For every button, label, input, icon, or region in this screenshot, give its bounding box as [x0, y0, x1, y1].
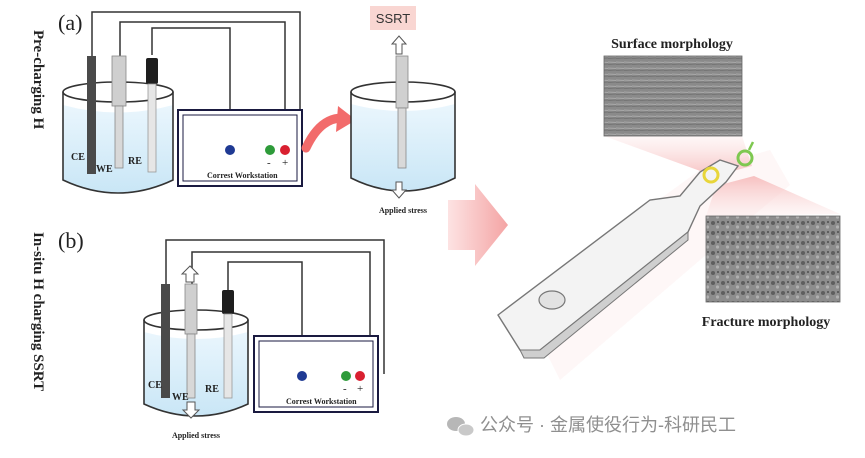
re-electrode-a-cap: [146, 58, 158, 84]
wire-re-a: [151, 27, 231, 148]
right-panel: Surface morphology Fracture morphology: [497, 37, 841, 380]
terminal-plus-b: +: [357, 383, 363, 395]
terminal-plus-a: +: [282, 157, 288, 169]
surface-label: Surface morphology: [611, 37, 733, 52]
wire-ce-a: [91, 11, 301, 148]
beaker-a-wall: [62, 92, 174, 194]
terminal-minus-a: -: [267, 157, 271, 169]
terminal-blue-b: [297, 371, 307, 381]
big-pink-arrow: [448, 184, 508, 266]
fracture-sem-image: [705, 215, 841, 303]
panel-b: (b) In-situ H charging SSRT CE WE RE App…: [30, 228, 385, 440]
stress-down-arrow-b: [181, 401, 201, 419]
fracture-beam: [706, 176, 840, 216]
watermark-text: 公众号 · 金属使役行为-科研民工: [480, 415, 736, 435]
we-electrode-a: [111, 55, 127, 107]
re-electrode-b: [223, 313, 233, 399]
specimen-middle: [395, 55, 409, 109]
curved-arrow: [301, 113, 347, 153]
terminal-red-b: [355, 371, 365, 381]
re-label-b: RE: [205, 384, 219, 395]
tension-up-arrow-b: [180, 265, 200, 283]
ce-label-b: CE: [148, 380, 162, 391]
wire-re-b: [227, 261, 303, 374]
re-electrode-a: [147, 83, 157, 173]
watermark: 公众号 · 金属使役行为-科研民工: [447, 415, 736, 437]
wechat-icon: [447, 417, 475, 437]
panel-a-label: (a): [58, 10, 82, 35]
ce-electrode-b: [161, 284, 170, 398]
we-electrode-b: [184, 283, 198, 335]
surface-magnifier: [702, 166, 720, 184]
middle-stress-label: Applied stress: [379, 206, 427, 215]
ssrt-badge: [370, 6, 416, 30]
terminal-red-a: [280, 145, 290, 155]
terminal-minus-b: -: [343, 383, 347, 395]
fracture-magnifier: [736, 149, 754, 167]
we-label-b: WE: [172, 392, 189, 403]
terminal-green-b: [341, 371, 351, 381]
terminal-green-a: [265, 145, 275, 155]
panel-b-stress-label: Applied stress: [172, 431, 220, 440]
we-label-a: WE: [96, 164, 113, 175]
workstation-a-label: Correst Workstation: [207, 171, 278, 180]
ce-electrode-a: [87, 56, 96, 174]
fracture-label: Fracture morphology: [702, 315, 830, 330]
beaker-b: [143, 320, 249, 417]
ssrt-label: SSRT: [376, 11, 410, 26]
re-label-a: RE: [128, 156, 142, 167]
wire-we-a: [119, 21, 286, 148]
tension-up-arrow: [390, 35, 408, 55]
middle-ssrt: SSRT Applied stress: [350, 6, 456, 215]
re-electrode-b-cap: [222, 290, 234, 314]
surface-sem-image: [603, 55, 743, 137]
panel-b-label: (b): [58, 228, 84, 253]
panel-b-side-label: In-situ H charging SSRT: [30, 232, 46, 391]
panel-a: (a) Pre-charging H CE WE RE - + Correst …: [30, 10, 303, 194]
workstation-b-label: Correst Workstation: [286, 397, 357, 406]
stress-down-arrow: [390, 181, 408, 199]
specimen-hole: [538, 290, 566, 310]
ce-label-a: CE: [71, 152, 85, 163]
panel-a-side-label: Pre-charging H: [30, 30, 46, 130]
terminal-blue-a: [225, 145, 235, 155]
wire-ce-b: [165, 239, 385, 374]
